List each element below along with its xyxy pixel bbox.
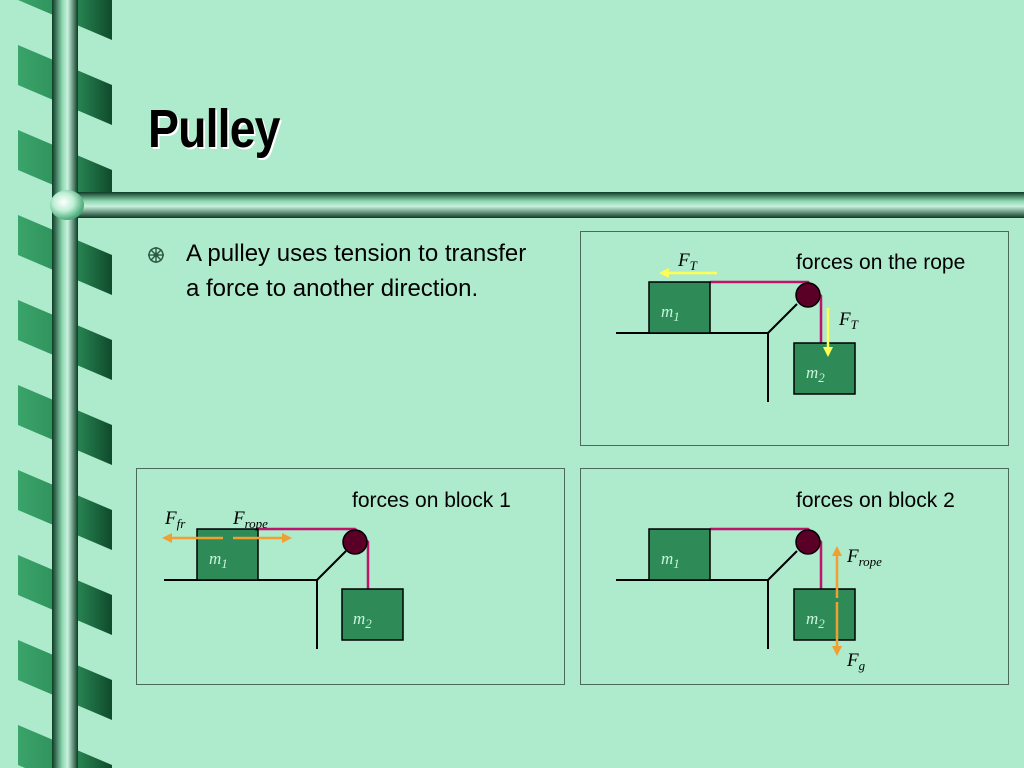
block-m1 (196, 528, 259, 581)
panel-forces-on-block-1: forces on block 1 m1 m2 Ffr Frope (136, 468, 565, 685)
rope-force-label: Frope (846, 546, 882, 569)
block-m2-label: m2 (806, 609, 825, 631)
friction-arrow (162, 533, 223, 543)
panel-title: forces on the rope (796, 251, 965, 274)
tension-label-horizontal: FT (677, 250, 698, 273)
block-m1-label: m1 (661, 549, 680, 571)
diagram-block-2: forces on block 2 m1 m2 Frope Fg (616, 489, 955, 673)
gravity-label: Fg (846, 650, 866, 673)
panel-forces-on-block-2: forces on block 2 m1 m2 Frope Fg (580, 468, 1009, 685)
block-m1 (648, 528, 711, 581)
friction-label: Ffr (164, 508, 186, 531)
rope (710, 527, 823, 589)
rope (710, 280, 823, 343)
panel-title: forces on block 1 (352, 489, 511, 512)
block-m2 (793, 588, 856, 641)
diagram-rope: forces on the rope m1 m2 FT FT (616, 250, 965, 402)
tension-label-vertical: FT (838, 309, 859, 332)
tension-arrow-vertical (823, 308, 833, 357)
rope-force-arrow-up (832, 546, 842, 598)
block-m1 (648, 281, 711, 334)
block-m2-label: m2 (353, 609, 372, 631)
tension-arrow-horizontal (659, 268, 717, 278)
panel-title: forces on block 2 (796, 489, 955, 512)
diagram-block-1: forces on block 1 m1 m2 Ffr Frope (162, 489, 511, 649)
pulley-wheel (342, 529, 368, 555)
rod-knob (50, 190, 84, 220)
pulley-wheel (795, 529, 821, 555)
rope (257, 527, 370, 589)
block-m2 (341, 588, 404, 641)
block-m2-label: m2 (806, 363, 825, 385)
block-m1-label: m1 (209, 549, 228, 571)
horizontal-rod (62, 192, 1024, 218)
gravity-arrow-down (832, 602, 842, 656)
bullet-text: A pulley uses tension to transfer a forc… (186, 240, 527, 302)
rope-force-arrow (233, 533, 292, 543)
block-m2 (793, 342, 856, 395)
bullet-icon (148, 247, 164, 263)
panel-forces-on-rope: forces on the rope m1 m2 FT FT (580, 231, 1009, 446)
block-m1-label: m1 (661, 302, 680, 324)
vertical-rod (52, 0, 78, 768)
slide-title: Pulley (148, 99, 281, 159)
pulley-wheel (795, 282, 821, 308)
rope-force-label: Frope (232, 508, 268, 531)
